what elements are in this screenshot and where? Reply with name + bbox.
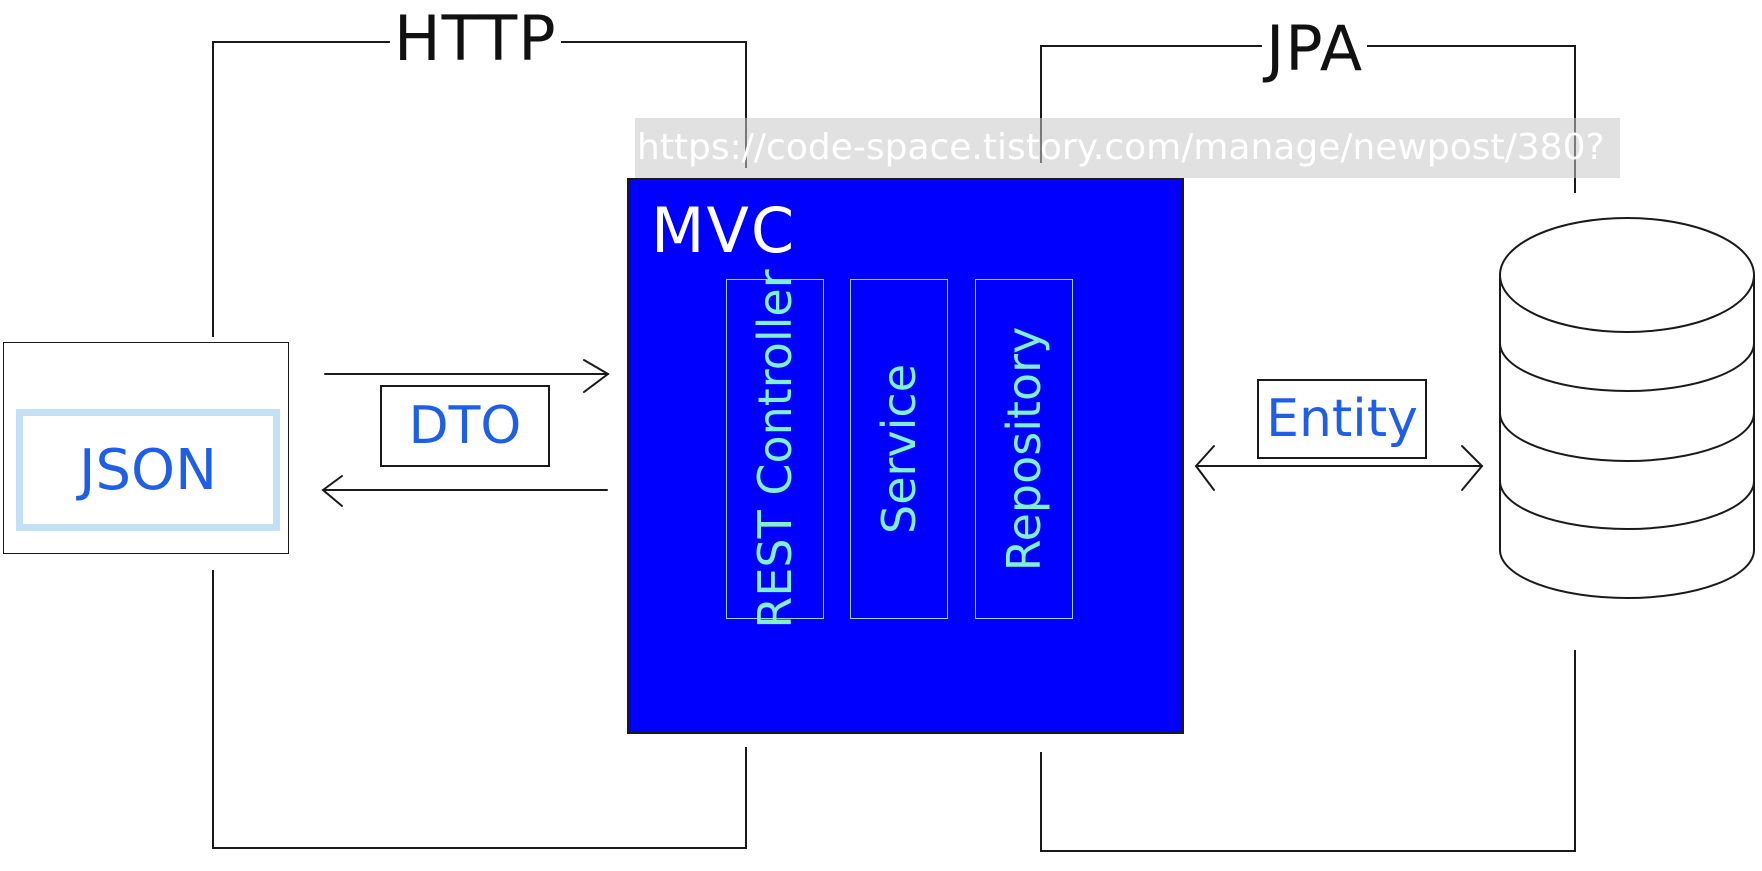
layer-repository: Repository (975, 279, 1073, 619)
jpa-label: JPA (1262, 18, 1368, 80)
http-wire-left-lower (212, 570, 214, 849)
client-box: JSON (3, 342, 289, 554)
http-wire-right-upper (745, 41, 747, 168)
jpa-wire-bottom (1040, 850, 1576, 852)
json-badge: JSON (16, 409, 280, 531)
database-cylinder-icon (1499, 217, 1755, 599)
jpa-wire-left-upper (1040, 45, 1042, 163)
dto-tag: DTO (380, 385, 550, 467)
http-label: HTTP (390, 8, 561, 70)
layer-rest-controller: REST Controller (726, 269, 824, 629)
entity-label: Entity (1266, 389, 1418, 449)
entity-tag: Entity (1257, 379, 1427, 459)
http-wire-right-lower (745, 747, 747, 849)
jpa-wire-left-lower (1040, 752, 1042, 852)
http-wire-left-upper (212, 41, 214, 337)
layer-service: Service (850, 279, 948, 619)
mvc-box: MVC REST Controller Service Repository (627, 178, 1184, 734)
mvc-title: MVC (651, 194, 797, 267)
watermark-url: https://code-space.tistory.com/manage/ne… (635, 118, 1620, 178)
response-arrow (321, 475, 608, 507)
http-wire-bottom (212, 847, 747, 849)
dto-label: DTO (408, 396, 522, 456)
json-label: JSON (78, 437, 218, 503)
request-arrow (324, 359, 610, 393)
entity-arrow (1194, 445, 1484, 491)
jpa-wire-right-lower (1574, 650, 1576, 852)
